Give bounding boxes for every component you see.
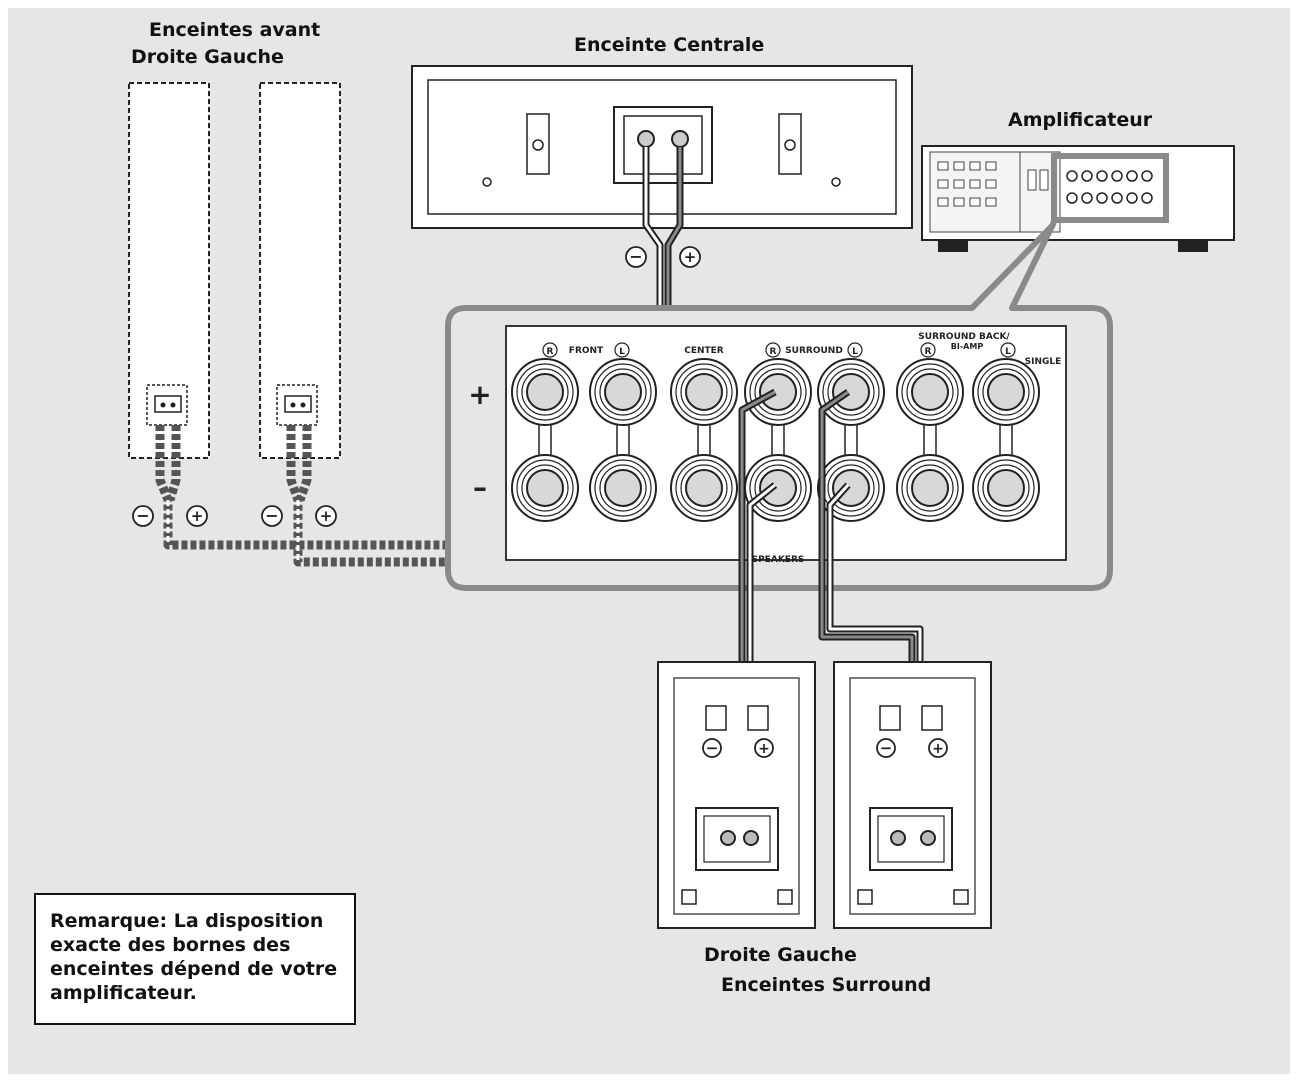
terminal-positive [744,358,812,426]
label-single: SINGLE [1025,357,1062,367]
terminal-grid [511,358,1040,522]
front-left-plus-badge: + [315,505,337,527]
label-speakers: SPEAKERS [752,555,805,565]
note-line-2: exacte des bornes des [50,934,291,956]
amplifier-unit [921,145,1235,252]
svg-text:−: − [880,739,893,757]
terminal-negative [972,454,1040,522]
terminal-negative [817,454,885,522]
terminal-link-bar [844,421,858,459]
svg-text:−: − [629,247,642,266]
svg-text:+: + [320,507,333,525]
panel-minus-sign: – [473,471,487,504]
terminal-negative [589,454,657,522]
svg-text:L: L [852,347,858,357]
terminal-positive [670,358,738,426]
surround-speaker-right: − + [657,661,816,929]
label-bi-amp: BI-AMP [951,342,984,351]
svg-text:+: + [684,248,697,266]
terminal-negative [511,454,579,522]
center-plus-badge: + [679,246,701,268]
center-speaker: ◖ ⊕ [411,65,913,229]
center-speaker-label: Enceinte Centrale [574,34,765,56]
terminal-positive [511,358,579,426]
svg-text:−: − [265,506,278,525]
front-speakers-sides: Droite Gauche [131,46,284,68]
center-minus-badge: − [625,246,647,268]
front-speaker-right [128,82,210,459]
terminal-negative [896,454,964,522]
terminal-negative [744,454,812,522]
label-center: CENTER [684,346,724,356]
note-line-3: enceintes dépend de votre [50,958,338,980]
front-right-minus-badge: − [132,505,154,527]
svg-text:L: L [619,347,625,357]
front-speakers-title: Enceintes avant [149,19,321,41]
terminal-positive [589,358,657,426]
svg-text:+: + [758,741,770,757]
terminal-link-bar [616,421,630,459]
note-line-1: Remarque: La disposition [50,910,324,932]
terminal-link-bar [538,421,552,459]
svg-text:L: L [1005,347,1011,357]
svg-text:+: + [191,507,204,525]
svg-text:R: R [547,347,554,357]
terminal-link-bar [923,421,937,459]
label-front: FRONT [569,346,604,356]
panel-plus-sign: + [468,378,491,411]
terminal-positive [817,358,885,426]
surround-sides-label: Droite Gauche [704,944,857,966]
terminal-link-bar [999,421,1013,459]
speaker-terminal-panel: + – R FRONT L CENTER R SURROUND L SURROU… [468,325,1067,565]
svg-text:R: R [770,347,777,357]
svg-text:+: + [932,741,944,757]
label-surround-back: SURROUND BACK/ [918,332,1010,342]
front-right-plus-badge: + [186,505,208,527]
wiring-note: Remarque: La disposition exacte des born… [34,893,356,1025]
amplifier-label: Amplificateur [1008,109,1153,131]
note-line-4: amplificateur. [50,982,197,1004]
svg-text:−: − [706,739,719,757]
surround-speaker-left: − + [833,661,992,929]
label-surround: SURROUND [785,346,843,356]
terminal-positive [896,358,964,426]
terminal-negative [670,454,738,522]
svg-text:R: R [925,347,932,357]
terminal-link-bar [697,421,711,459]
surround-speakers-label: Enceintes Surround [721,974,932,996]
svg-text:−: − [136,506,149,525]
terminal-link-bar [771,421,785,459]
front-speaker-left [259,82,341,459]
terminal-positive [972,358,1040,426]
front-left-minus-badge: − [261,505,283,527]
